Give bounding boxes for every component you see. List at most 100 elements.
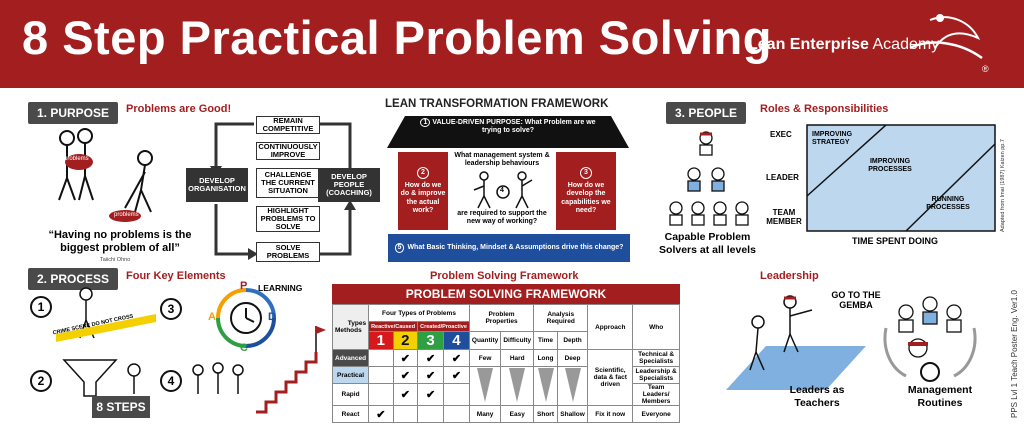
management-routines: Management Routines — [907, 384, 973, 409]
method-react: React — [331, 405, 370, 423]
ltf-center-bottom: are required to support the new way of w… — [457, 210, 547, 226]
cycle-item-2: CONTINUOUSLY IMPROVE — [256, 142, 320, 160]
approach-main: Scientific, data & fact driven — [587, 349, 634, 406]
gemba-label: GO TO THE GEMBA — [831, 290, 881, 311]
check-cell: ✔ — [417, 349, 444, 367]
psf-types-label: Types — [347, 320, 367, 327]
management-routines-illustration — [883, 296, 977, 382]
wedge-icon — [537, 368, 554, 402]
ltf-roof — [387, 116, 629, 148]
psf-table-title: PROBLEM SOLVING FRAMEWORK — [332, 284, 680, 304]
cycle-item-4: HIGHLIGHT PROBLEMS TO SOLVE — [256, 206, 320, 232]
psf-four-types-header: Four Types of Problems — [368, 304, 470, 322]
brand-figure-icon — [909, 14, 983, 60]
method-advanced: Advanced — [331, 349, 370, 367]
psf-quantity-header: Quantity — [468, 331, 502, 350]
stairs-flag-illustration — [192, 326, 326, 414]
wedge-difficulty — [500, 366, 535, 406]
approach-react: Fix it now — [587, 405, 634, 423]
method-rapid: Rapid — [331, 383, 370, 406]
brand-logo: Lean Enterprise Academy — [748, 36, 939, 54]
check-cell: ✔ — [392, 366, 419, 384]
chart-xlabel: TIME SPENT DOING — [852, 236, 939, 246]
pdca-p: P — [240, 280, 248, 292]
funnel-icon — [62, 359, 141, 397]
wedge-icon — [509, 368, 526, 402]
cycle-item-5: SOLVE PROBLEMS — [256, 242, 320, 262]
type-3-cell: 3 — [417, 331, 444, 350]
ltf-roof-num: 1 — [420, 118, 431, 127]
difficulty-bottom: Easy — [500, 405, 535, 423]
ltf-base-label: What Basic Thinking, Mindset & Assumptio… — [407, 243, 624, 251]
depth-top: Deep — [556, 349, 589, 367]
type-3-num: 3 — [426, 332, 435, 349]
wedge-depth — [556, 366, 589, 406]
page-title: 8 Step Practical Problem Solving — [22, 11, 772, 64]
check-cell — [443, 383, 470, 406]
level-leader: LEADER — [766, 173, 799, 182]
eight-steps-label: 8 STEPS — [92, 396, 150, 418]
people-pyramid-illustration — [669, 131, 749, 226]
psf-methods-label: Methods — [335, 327, 362, 334]
pdca-a: A — [208, 311, 216, 323]
psf-created-header: Created/Proactive — [417, 321, 470, 332]
psf-table: Types Methods Four Types of Problems Pro… — [331, 304, 680, 423]
cycle-item-1: REMAIN COMPETITIVE — [256, 116, 320, 134]
problem-lifters-illustration — [58, 128, 153, 222]
ltf-roof-label: VALUE-DRIVEN PURPOSE: What Problem are w… — [432, 119, 596, 135]
registered-mark: ® — [982, 64, 989, 74]
ltf-center-num: 4 — [500, 187, 504, 194]
people-caption: Capable Problem Solvers at all levels — [659, 231, 756, 256]
process-num-1: 1 — [30, 296, 52, 318]
ltf-roof-text: 1 VALUE-DRIVEN PURPOSE: What Problem are… — [410, 118, 606, 136]
psf-difficulty-header: Difficulty — [500, 331, 535, 350]
ohno-quote: “Having no problems is the biggest probl… — [48, 229, 192, 254]
process-num-4: 4 — [160, 370, 182, 392]
time-top: Long — [533, 349, 558, 367]
type-1-cell: 1 — [368, 331, 394, 350]
leaders-as-teachers: Leaders as Teachers — [789, 384, 845, 409]
time-bottom: Short — [533, 405, 558, 423]
section-tab-purpose: 1. PURPOSE — [28, 102, 119, 124]
quote-author: Taiichi Ohno — [100, 257, 131, 263]
type-4-cell: 4 — [443, 331, 470, 350]
crime-scene-figure — [56, 287, 156, 342]
chart-source: Adapted from Imai (1987) Kaizen pp.7 — [1000, 139, 1006, 232]
check-cell — [417, 405, 444, 423]
check-cell — [392, 405, 419, 423]
header-banner — [0, 0, 1024, 88]
process-num-3: 3 — [160, 298, 182, 320]
who-practical: Leadership & Specialists — [632, 366, 680, 384]
brand-name-bold: Lean Enterprise — [748, 36, 869, 53]
check-cell — [368, 383, 394, 406]
quantity-bottom: Many — [468, 405, 502, 423]
leadership-heading: Leadership — [760, 270, 819, 282]
check-cell — [368, 366, 394, 384]
wedge-icon — [477, 368, 494, 402]
ltf-center-figures — [473, 171, 533, 209]
psf-depth-header: Depth — [556, 331, 589, 350]
pdca-d: D — [268, 311, 276, 323]
ltf-right-pillar: 3 How do we develop the capabilities we … — [556, 152, 616, 230]
section-tab-people: 3. PEOPLE — [666, 102, 747, 124]
chart-label-strategy: IMPROVING STRATEGY — [812, 131, 853, 147]
level-team-member: TEAM MEMBER — [766, 208, 802, 227]
brand-name-light: Academy — [872, 36, 940, 53]
chart-label-running: RUNNING PROCESSES — [926, 196, 970, 212]
check-cell: ✔ — [417, 383, 444, 406]
psf-analysis: Analysis Required — [533, 304, 589, 332]
process-heading: Four Key Elements — [126, 270, 226, 282]
ltf-left-label: How do we do & improve the actual work? — [400, 182, 446, 214]
pdca-cycle-icon — [216, 288, 276, 348]
poster-version: PPS Lvl 1 Teach Poster Eng. Ver1.0 — [1010, 290, 1019, 418]
chart-label-improving: IMPROVING PROCESSES — [868, 158, 912, 174]
who-advanced: Technical & Specialists — [632, 349, 680, 367]
level-exec: EXEC — [770, 130, 792, 139]
psf-approach-header: Approach — [587, 304, 634, 350]
psf-reactive-header: Reactive/Caused — [368, 321, 419, 332]
depth-bottom: Shallow — [556, 405, 589, 423]
ltf-right-num: 3 — [580, 167, 592, 180]
who-react: Everyone — [632, 405, 680, 423]
wedge-quantity — [468, 366, 502, 406]
